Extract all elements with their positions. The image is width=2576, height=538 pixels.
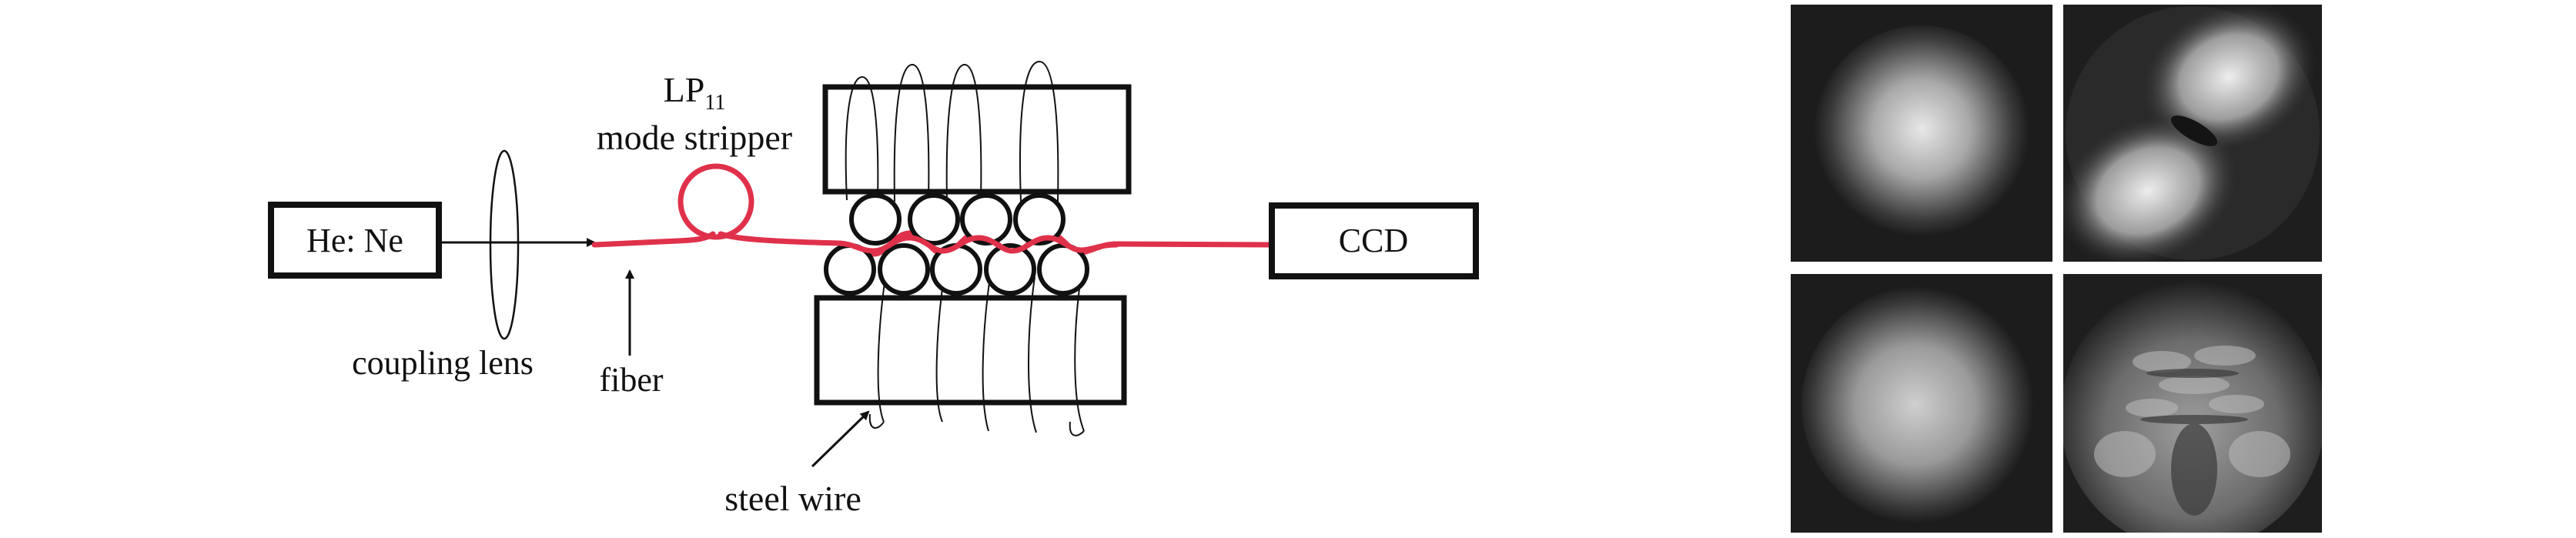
upper-clamp-block <box>822 84 1132 195</box>
microbend-rods-lower <box>824 243 1089 296</box>
laser-label: He: Ne <box>306 222 403 259</box>
steel-wire-coils-lower <box>868 276 1085 436</box>
ccd-label: CCD <box>1339 222 1408 259</box>
coupling-lens <box>489 149 520 340</box>
laser-source: He: Ne <box>268 202 442 279</box>
stripper-label-main: LP <box>664 70 705 109</box>
fiber-label: fiber <box>599 361 663 399</box>
mode-image-top-right <box>2063 5 2322 262</box>
coupling-lens-label: coupling lens <box>352 344 534 382</box>
microbend-rods-upper <box>849 193 1066 246</box>
mode-image-bottom-left <box>1791 274 2052 533</box>
stripper-label-sub: 11 <box>704 91 725 115</box>
stripper-label-line2: mode stripper <box>597 118 792 157</box>
steel-wire-coils-upper <box>845 61 1059 202</box>
ccd-detector: CCD <box>1269 202 1479 279</box>
steel-wire-arrow <box>811 410 870 468</box>
steel-wire-label: steel wire <box>724 479 861 518</box>
mode-stripper-loop <box>677 163 754 240</box>
mode-image-top-left <box>1791 5 2052 262</box>
mode-stripper-label: LP11 mode stripper <box>597 70 792 157</box>
mode-image-grid <box>1786 0 2325 538</box>
fiber-through-rods <box>836 235 1119 254</box>
svg-text:LP11: LP11 <box>664 70 726 115</box>
mode-image-bottom-right <box>2063 274 2322 533</box>
lower-clamp-block <box>814 295 1127 406</box>
